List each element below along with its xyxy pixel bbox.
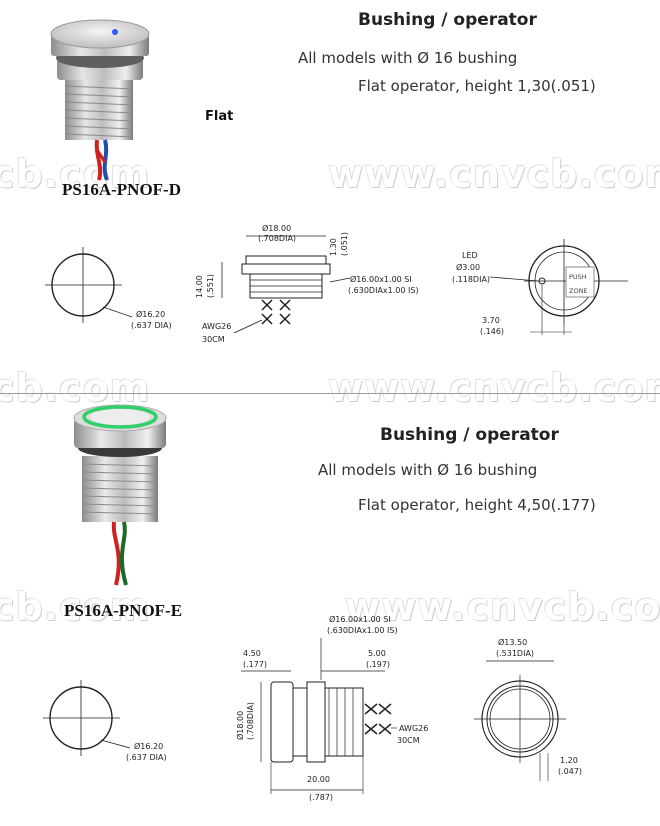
- spec-line-operator: Flat operator, height 4,50(.177): [358, 496, 596, 514]
- section-heading: Bushing / operator: [358, 10, 537, 30]
- panel-cutout-drawing: Ø16.20 (.637 DIA): [45, 247, 172, 330]
- zone-label: ZONE: [569, 287, 588, 295]
- wire-length: 30CM: [202, 335, 225, 344]
- watermark: www.cnvcb.com: [345, 585, 660, 629]
- wire-length: 30CM: [397, 736, 420, 745]
- wire-gauge: AWG26: [202, 322, 231, 331]
- operator-type-label: Flat: [205, 109, 234, 124]
- spec-line-bushing: All models with Ø 16 bushing: [318, 461, 538, 479]
- led-offset: 3.70: [482, 316, 500, 325]
- length-in: (.787): [309, 793, 333, 802]
- head-height: 4.50: [243, 649, 261, 658]
- model-number: PS16A-PNOF-D: [62, 180, 181, 199]
- head-height: 1.30: [329, 238, 338, 256]
- head-height-in: (.051): [340, 232, 349, 256]
- head-dia-in: (.708DIA): [246, 702, 255, 740]
- model-number: PS16A-PNOF-E: [64, 601, 183, 620]
- height-in: (.551): [206, 274, 215, 298]
- ring-width-in: (.047): [558, 767, 582, 776]
- watermark-left: cb.com: [0, 585, 151, 629]
- head-dia: Ø18.00: [262, 223, 291, 233]
- push-label: PUSH: [569, 273, 587, 281]
- thread-spec: Ø16.00x1.00 SI: [329, 614, 391, 624]
- cutout-dia: Ø16.20: [134, 741, 163, 751]
- length: 20.00: [307, 775, 330, 784]
- thread-spec: Ø16.00x1.00 SI: [350, 274, 412, 284]
- led-label: LED: [462, 251, 478, 260]
- led-offset-in: (.146): [480, 327, 504, 336]
- panel-cutout-drawing: Ø16.20 (.637 DIA): [43, 680, 167, 762]
- led-dia-in: (.118DIA): [452, 275, 490, 284]
- ring-width: 1.20: [560, 756, 578, 765]
- head-height-in: (.177): [243, 660, 267, 669]
- product-photo-d: [50, 19, 150, 181]
- ring-dia-in: (.531DIA): [496, 649, 534, 658]
- wire-gauge: AWG26: [399, 724, 428, 733]
- led-dia: Ø3.00: [456, 262, 480, 272]
- front-view-drawing: Ø13.50 (.531DIA) 1.20 (.047): [474, 637, 582, 781]
- head-dia: Ø18.00: [235, 711, 245, 740]
- product-photo-e: [73, 404, 167, 586]
- spec-line-bushing: All models with Ø 16 bushing: [298, 49, 518, 67]
- head-dia-in: (.708DIA): [258, 234, 296, 243]
- height: 14.00: [195, 275, 204, 298]
- ring-dia: Ø13.50: [498, 637, 527, 647]
- front-view-drawing: LED Ø3.00 (.118DIA) PUSH ZONE 3.70 (.146…: [452, 239, 628, 336]
- nut-width: 5.00: [368, 649, 386, 658]
- section-divider: [0, 393, 660, 394]
- thread-spec-in: (.630DIAx1.00 IS): [327, 626, 398, 635]
- side-view-drawing: Ø16.00x1.00 SI (.630DIAx1.00 IS) 4.50 (.…: [235, 614, 428, 802]
- watermark: www.cnvcb.com: [328, 152, 660, 196]
- section-heading: Bushing / operator: [380, 425, 559, 445]
- watermark-left: cb.com: [0, 366, 151, 410]
- watermark: www.cnvcb.com: [328, 366, 660, 410]
- spec-line-operator: Flat operator, height 1,30(.051): [358, 77, 596, 95]
- thread-spec-in: (.630DIAx1.00 IS): [348, 286, 419, 295]
- cutout-dia-in: (.637 DIA): [126, 753, 167, 762]
- watermark-left: cb.com: [0, 152, 151, 196]
- nut-width-in: (.197): [366, 660, 390, 669]
- cutout-dia-in: (.637 DIA): [131, 321, 172, 330]
- side-view-drawing: Ø18.00 (.708DIA) 1.30 (.051) 14.00 (.551…: [195, 223, 419, 344]
- cutout-dia: Ø16.20: [136, 309, 165, 319]
